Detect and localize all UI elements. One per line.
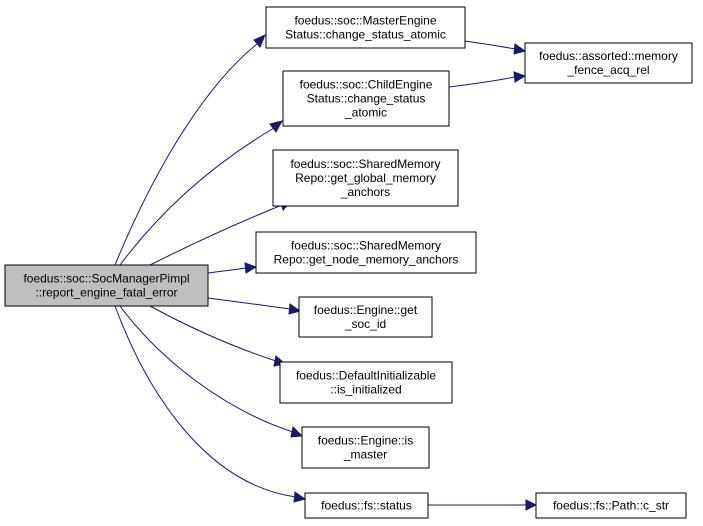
node-label-line: _master	[343, 448, 387, 462]
node-c-str[interactable]: foedus::fs::Path::c_str	[535, 492, 687, 519]
node-label-line: foedus::soc::SharedMemory	[290, 157, 440, 171]
node-fence[interactable]: foedus::assorted::memory_fence_acq_rel	[524, 42, 693, 84]
edge-arrowhead	[293, 491, 307, 503]
node-box	[282, 70, 450, 127]
node-is-master[interactable]: foedus::Engine::is_master	[301, 426, 430, 469]
edge-line	[207, 297, 291, 310]
edge-root-to-is_master	[119, 305, 304, 438]
edge-arrowhead	[288, 303, 302, 315]
edge-arrowhead	[244, 262, 258, 274]
edge-master-to-fence	[464, 40, 527, 55]
node-label-line: foedus::assorted::memory	[539, 49, 678, 63]
edge-arrowhead	[525, 499, 538, 511]
node-label-line: foedus::Engine::is	[318, 434, 413, 448]
node-label-line: foedus::soc::SocManagerPimpl	[23, 272, 189, 286]
node-label-line: _soc_id	[344, 317, 386, 331]
node-box	[265, 6, 466, 49]
node-node-mem[interactable]: foedus::soc::SharedMemoryRepo::get_node_…	[255, 231, 477, 274]
edge-line	[114, 43, 258, 266]
edge-root-to-soc_id	[207, 297, 302, 315]
node-label-line: ::is_initialized	[330, 383, 401, 397]
node-label-line: foedus::fs::Path::c_str	[553, 499, 669, 513]
node-label-line: foedus::fs::status	[321, 499, 412, 513]
node-is-init[interactable]: foedus::DefaultInitializable::is_initial…	[279, 361, 453, 404]
edge-arrowhead	[290, 425, 304, 438]
edge-line	[464, 40, 516, 50]
edge-line	[448, 76, 516, 88]
node-box	[301, 426, 430, 469]
edge-line	[149, 204, 283, 266]
edge-line	[119, 305, 294, 433]
node-soc-id[interactable]: foedus::Engine::get_soc_id	[298, 296, 433, 338]
edge-root-to-is_init	[149, 305, 287, 367]
edge-line	[119, 127, 275, 266]
node-box	[255, 231, 477, 274]
edge-child-to-fence	[448, 71, 527, 88]
edge-line	[114, 305, 297, 498]
edge-root-to-status	[114, 305, 307, 503]
edge-arrowhead	[513, 71, 527, 83]
node-child[interactable]: foedus::soc::ChildEngineStatus::change_s…	[282, 70, 450, 127]
node-global[interactable]: foedus::soc::SharedMemoryRepo::get_globa…	[272, 149, 459, 207]
node-label-line: foedus::soc::ChildEngine	[300, 78, 433, 92]
node-box	[304, 492, 429, 519]
edge-root-to-node_mem	[207, 262, 258, 274]
node-label-line: foedus::soc::MasterEngine	[294, 14, 436, 28]
edge-root-to-master	[114, 34, 266, 266]
node-box	[298, 296, 433, 338]
edge-status-to-c_str	[428, 499, 538, 511]
edge-line	[149, 305, 277, 362]
node-label-line: foedus::soc::SharedMemory	[291, 239, 441, 253]
edge-line	[207, 267, 247, 274]
node-label-line: _atomic	[344, 106, 387, 120]
edge-arrowhead	[269, 120, 283, 133]
node-label-line: _anchors	[340, 185, 390, 199]
node-label-line: Repo::get_global_memory	[295, 171, 436, 185]
node-box	[524, 42, 693, 84]
node-box	[535, 492, 687, 519]
node-label-line: Repo::get_node_memory_anchors	[274, 253, 459, 267]
node-label-line: _fence_acq_rel	[566, 63, 649, 77]
node-label-line: foedus::DefaultInitializable	[296, 369, 436, 383]
edge-root-to-child	[119, 120, 283, 266]
node-box	[272, 149, 459, 207]
node-label-line: Status::change_status	[307, 92, 426, 106]
node-master[interactable]: foedus::soc::MasterEngineStatus::change_…	[265, 6, 466, 49]
node-label-line: Status::change_status_atomic	[285, 28, 446, 42]
node-label-line: ::report_engine_fatal_error	[35, 286, 177, 300]
edge-arrowhead	[513, 43, 527, 55]
node-box	[279, 361, 453, 404]
node-label-line: foedus::Engine::get	[314, 303, 418, 317]
node-status[interactable]: foedus::fs::status	[304, 492, 429, 519]
node-box	[4, 264, 209, 307]
edge-arrowhead	[253, 34, 266, 48]
node-root[interactable]: foedus::soc::SocManagerPimpl::report_eng…	[4, 264, 209, 307]
